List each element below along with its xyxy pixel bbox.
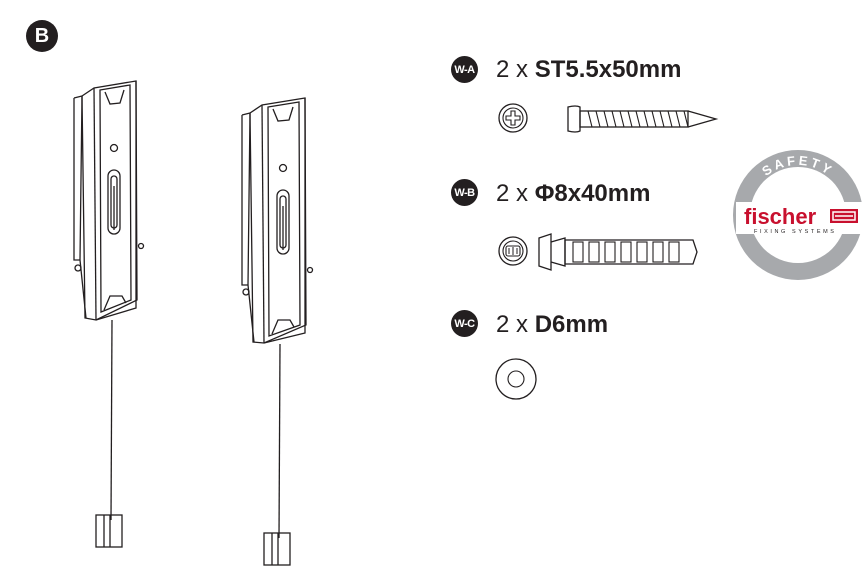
part-qty: 2 x: [496, 311, 529, 338]
seal-brand: fischer: [744, 204, 817, 229]
screw-icon: [567, 105, 719, 133]
anchor-head-icon: [498, 236, 528, 266]
part-code-badge-w-a: W-A: [451, 56, 478, 83]
part-qty: 2 x: [496, 56, 529, 83]
wall-bracket-left: [73, 80, 145, 548]
part-size: Φ8x40mm: [534, 180, 651, 207]
fischer-safety-seal: SAFETY INSIDE fischer FIXING SYSTEMS: [733, 150, 868, 280]
seal-tagline: FIXING SYSTEMS: [754, 229, 837, 235]
seal-bottom-text: INSIDE: [768, 240, 826, 263]
part-spec-w-c: 2 x D6mm: [496, 311, 608, 339]
part-code-badge-w-b: W-B: [451, 179, 478, 206]
washer-icon: [495, 358, 537, 400]
part-size: ST5.5x50mm: [534, 56, 682, 83]
part-spec-w-b: 2 x Φ8x40mm: [496, 180, 650, 208]
part-spec-w-a: 2 x ST5.5x50mm: [496, 56, 681, 84]
screw-head-icon: [498, 103, 528, 133]
wall-bracket-right: [241, 97, 314, 566]
step-badge: B: [26, 20, 58, 52]
wall-anchor-icon: [538, 233, 698, 271]
part-qty: 2 x: [496, 180, 529, 207]
part-size: D6mm: [534, 311, 609, 338]
svg-text:INSIDE: INSIDE: [768, 240, 829, 263]
part-code-badge-w-c: W-C: [451, 310, 478, 337]
